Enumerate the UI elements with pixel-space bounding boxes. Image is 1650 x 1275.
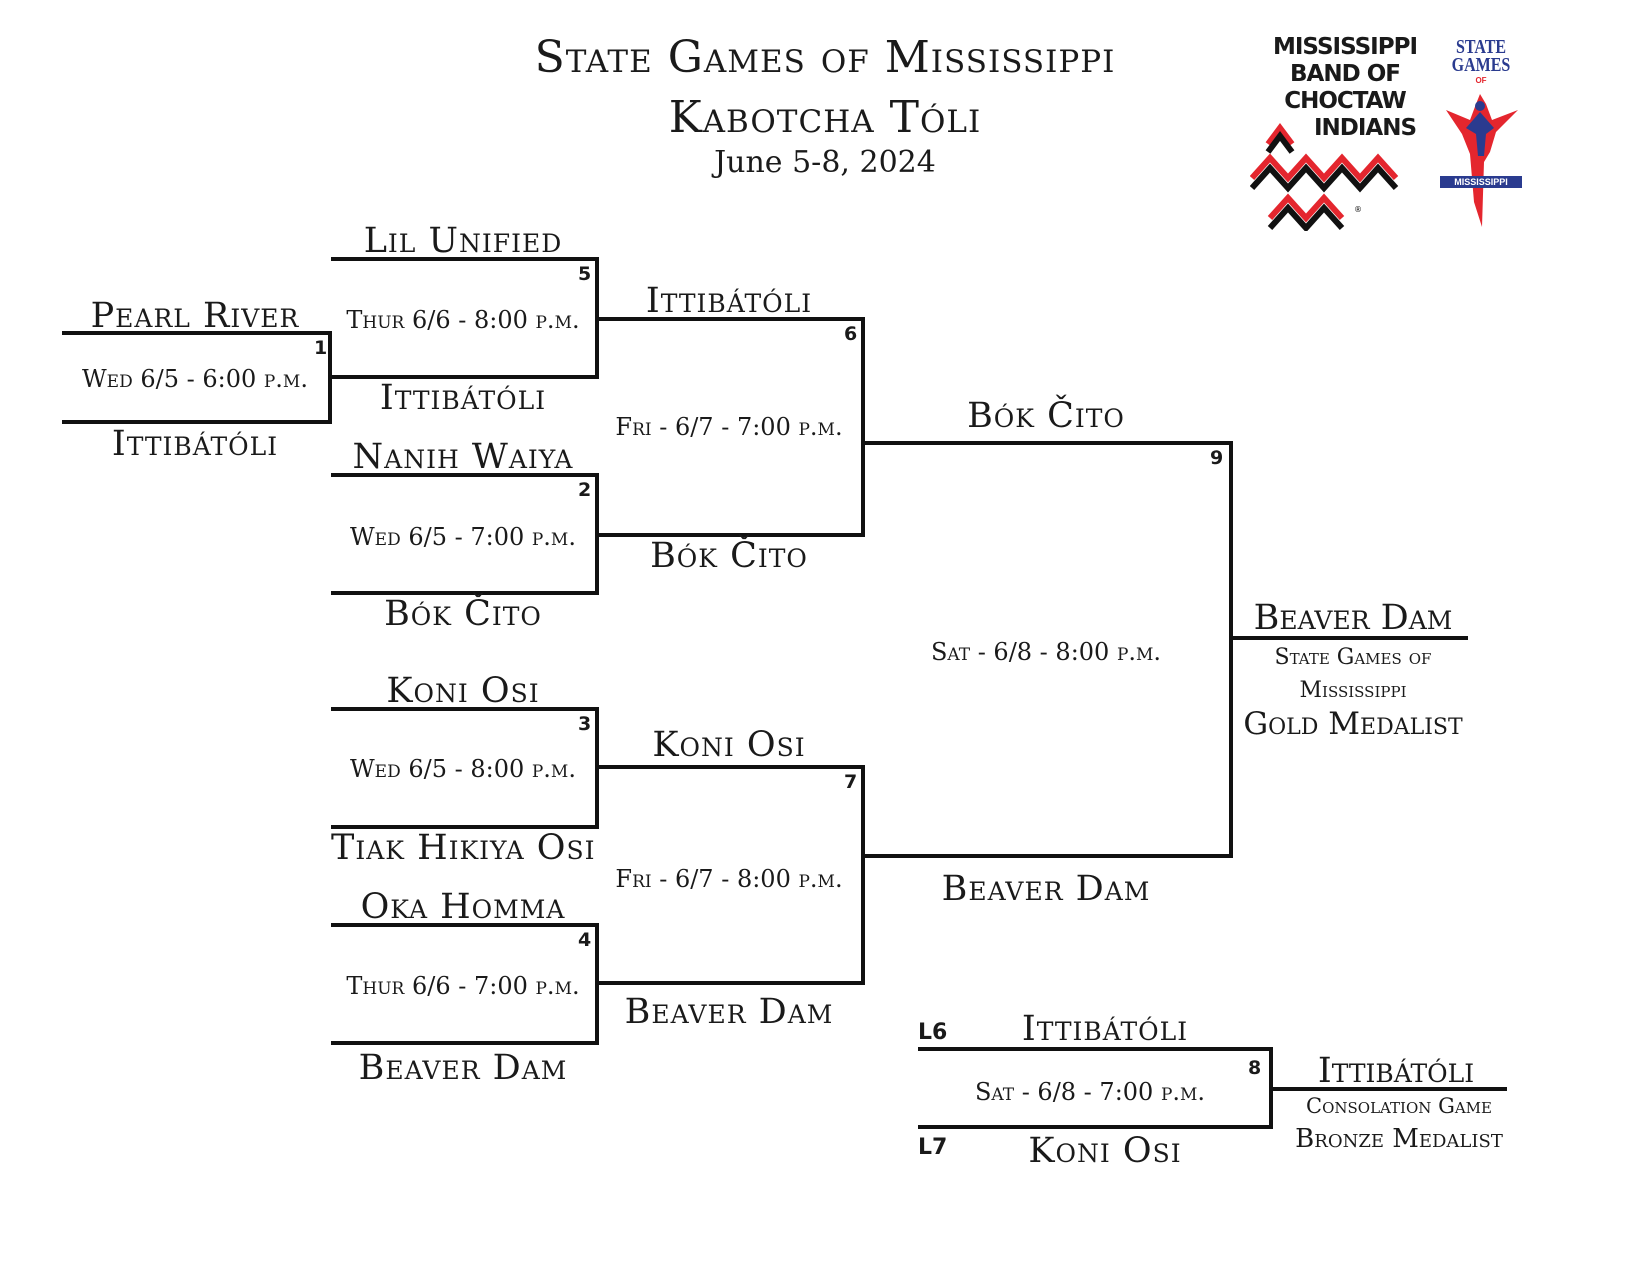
g2-bottom-line — [331, 591, 599, 595]
g9-game-time: Sat - 6/8 - 8:00 p.m. — [930, 638, 1162, 666]
g4-game-time: Thur 6/6 - 7:00 p.m. — [346, 972, 580, 1000]
bronze-line — [1271, 1087, 1507, 1091]
champion-line — [1231, 636, 1468, 640]
g9-bottom-team: Beaver Dam — [941, 869, 1151, 909]
g3-game-number: 3 — [578, 713, 592, 735]
state-games-logo-banner: MISSISSIPPI — [1454, 177, 1508, 187]
state-games-logo-mid: GAMES — [1451, 54, 1511, 76]
g2-top-team: Nanih Waiya — [352, 437, 574, 477]
g6-game-number: 6 — [844, 323, 858, 345]
g8-bottom-team: Koni Osi — [1028, 1131, 1182, 1171]
g7-connector — [861, 765, 865, 985]
gold-medal-label: Gold Medalist — [1243, 706, 1463, 742]
g5-bottom-line — [331, 375, 599, 379]
state-games-logo-of: OF — [1475, 76, 1487, 85]
page-subtitle: Kabotcha Tóli — [668, 92, 982, 143]
g7-game-time: Fri - 6/7 - 8:00 p.m. — [615, 865, 843, 893]
g6-top-team: Ittibátóli — [645, 281, 813, 321]
g5-game-time: Thur 6/6 - 8:00 p.m. — [346, 306, 580, 334]
g1-bottom-team: Ittibátóli — [111, 424, 279, 464]
g2-game-time: Wed 6/5 - 7:00 p.m. — [350, 523, 576, 551]
g4-bottom-team: Beaver Dam — [358, 1048, 568, 1088]
g3-game-time: Wed 6/5 - 8:00 p.m. — [350, 755, 576, 783]
g9-top-line — [863, 441, 1233, 445]
g8-top-team: Ittibátóli — [1021, 1009, 1189, 1049]
gold-caption-line2: Mississippi — [1299, 678, 1407, 703]
g6-game-time: Fri - 6/7 - 7:00 p.m. — [615, 413, 843, 441]
bronze-caption: Consolation Game — [1306, 1094, 1492, 1118]
g4-top-team: Oka Homma — [360, 887, 566, 927]
g1-top-line — [62, 331, 332, 335]
g8-game-number: 8 — [1248, 1057, 1262, 1079]
page-title: State Games of Mississippi — [534, 32, 1116, 83]
g2-bottom-team: Bók Čito — [384, 594, 542, 634]
g4-bottom-line — [331, 1041, 599, 1045]
g7-top-team: Koni Osi — [652, 725, 806, 765]
g1-game-time: Wed 6/5 - 6:00 p.m. — [82, 365, 308, 393]
g6-top-line — [597, 317, 865, 321]
g5-bottom-team: Ittibátóli — [379, 378, 547, 418]
choctaw-logo-line4: INDIANS — [1313, 115, 1417, 141]
athlete-figure-icon — [1440, 94, 1522, 227]
choctaw-logo-line3: CHOCTAW — [1284, 88, 1407, 114]
g5-top-team: Lil Unified — [363, 221, 563, 261]
state-games-logo-top: STATE — [1455, 36, 1507, 58]
g9-bottom-line — [863, 854, 1233, 858]
g7-game-number: 7 — [844, 771, 858, 793]
g7-bottom-team: Beaver Dam — [624, 992, 834, 1032]
gold-caption-line1: State Games of — [1274, 645, 1432, 670]
g4-game-number: 4 — [578, 929, 592, 951]
registered-mark: ® — [1354, 205, 1362, 214]
g1-bottom-line — [62, 420, 332, 424]
g7-top-line — [597, 765, 865, 769]
g8-top-line — [918, 1047, 1273, 1051]
g5-game-number: 5 — [578, 263, 592, 285]
g4-top-line — [331, 923, 599, 927]
choctaw-logo-line2: BAND OF — [1290, 61, 1401, 87]
state-games-logo: STATE GAMES OF MISSISSIPPI — [1440, 36, 1522, 227]
gold-winner: Beaver Dam — [1253, 598, 1453, 638]
g2-game-number: 2 — [578, 479, 592, 501]
g1-connector — [328, 331, 332, 424]
g8-game-time: Sat - 6/8 - 7:00 p.m. — [974, 1078, 1206, 1106]
g7-bottom-line — [597, 981, 865, 985]
g6-connector — [861, 317, 865, 537]
g2-top-line — [331, 473, 599, 477]
g6-bottom-team: Bók Čito — [650, 536, 808, 576]
g5-top-line — [331, 257, 599, 261]
g9-top-team: Bók Čito — [967, 396, 1125, 436]
g1-top-team: Pearl River — [90, 296, 300, 336]
g8-bottom-line — [918, 1125, 1273, 1129]
g8-top-seed: L6 — [918, 1020, 948, 1045]
g9-connector — [1229, 441, 1233, 858]
choctaw-logo-line1: MISSISSIPPI — [1272, 34, 1418, 60]
choctaw-logo: MISSISSIPPI BAND OF CHOCTAW INDIANS ® — [1250, 34, 1440, 234]
g3-bottom-line — [331, 825, 599, 829]
bronze-winner: Ittibátóli — [1317, 1051, 1475, 1091]
choctaw-pattern-icon: ® — [1250, 123, 1399, 231]
g8-bottom-seed: L7 — [918, 1135, 948, 1160]
bronze-medal-label: Bronze Medalist — [1295, 1124, 1503, 1154]
event-dates: June 5-8, 2024 — [714, 145, 936, 180]
g3-top-team: Koni Osi — [386, 671, 540, 711]
g6-bottom-line — [597, 533, 865, 537]
g1-game-number: 1 — [314, 337, 328, 359]
g3-bottom-team: Tiak Hikiya Osi — [331, 828, 596, 868]
g3-top-line — [331, 707, 599, 711]
g9-game-number: 9 — [1210, 447, 1224, 469]
